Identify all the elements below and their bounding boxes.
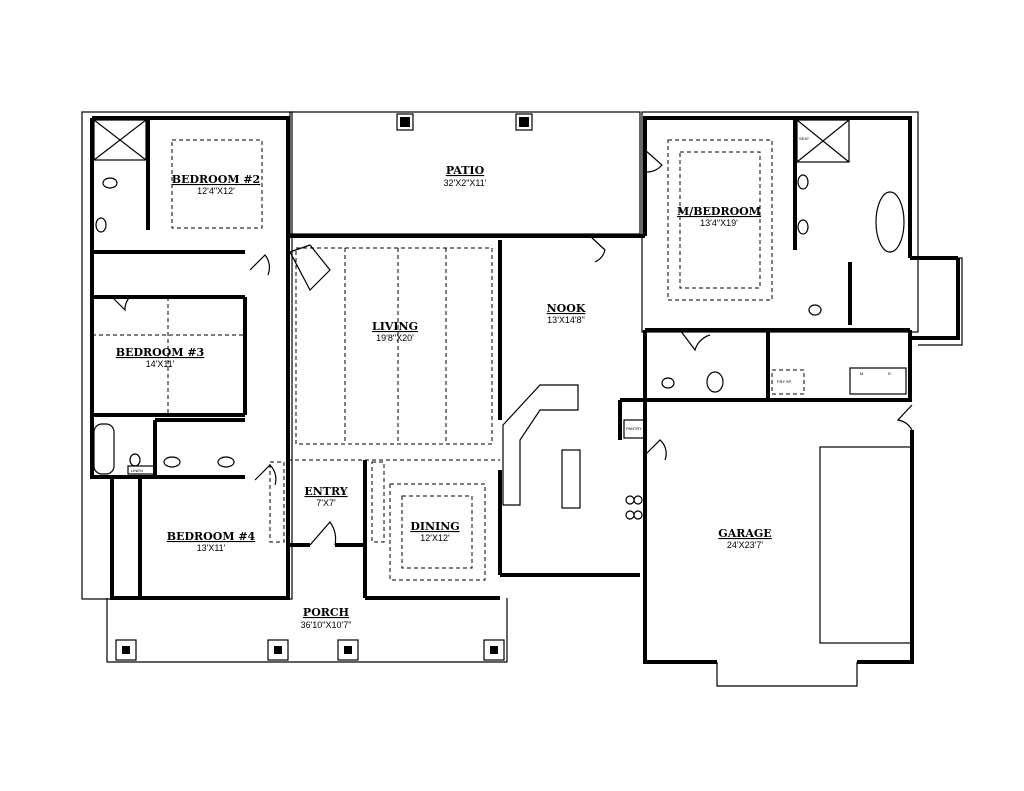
- dining-name: DINING: [410, 520, 459, 533]
- mbedroom-name: M/BEDROOM: [677, 205, 761, 218]
- living-dims: 19'8"X20': [376, 333, 414, 343]
- ceiling-outlines: [92, 139, 773, 581]
- bedroom4-dims: 13'X11': [197, 543, 226, 553]
- garage-name: GARAGE: [718, 527, 771, 540]
- room-labels: PATIO 32'X2"X11' BEDROOM #2 12'4"X12' BE…: [116, 164, 772, 630]
- patio-dims: 32'X2"X11': [444, 178, 487, 188]
- bedroom4-name: BEDROOM #4: [167, 530, 256, 543]
- nook-dims: 13'X14'8": [547, 315, 585, 325]
- porch-posts: [115, 639, 505, 661]
- entry-name: ENTRY: [304, 485, 347, 498]
- bedroom2-dims: 12'4"X12': [197, 186, 235, 196]
- living-name: LIVING: [372, 320, 418, 333]
- freezer-label: FRZ SP.: [777, 379, 792, 384]
- dryer-label: D: [888, 371, 891, 376]
- patio-name: PATIO: [446, 164, 485, 177]
- bedroom3-dims: 14'X11': [146, 359, 175, 369]
- linen-label: LINEN: [131, 468, 143, 473]
- bedroom3-name: BEDROOM #3: [116, 346, 204, 359]
- washer-label: M: [860, 371, 863, 376]
- porch-name: PORCH: [303, 606, 349, 619]
- entry-dims: 7'X7': [316, 498, 336, 508]
- porch: [106, 598, 508, 663]
- walls: [90, 116, 960, 664]
- doors: [111, 149, 913, 546]
- mbedroom-dims: 13'4"X19': [700, 218, 738, 228]
- seat-label: SEAT: [799, 136, 810, 141]
- garage-dims: 24'X23'7': [727, 540, 763, 550]
- nook-name: NOOK: [547, 302, 586, 315]
- dining-dims: 12'X12': [420, 533, 450, 543]
- fixtures: LINEN SEAT FRZ SP. M D PANTRY: [93, 119, 907, 520]
- bedroom2-name: BEDROOM #2: [172, 173, 260, 186]
- porch-dims: 36'10"X10'7": [301, 620, 352, 630]
- pantry-label: PANTRY: [626, 426, 642, 431]
